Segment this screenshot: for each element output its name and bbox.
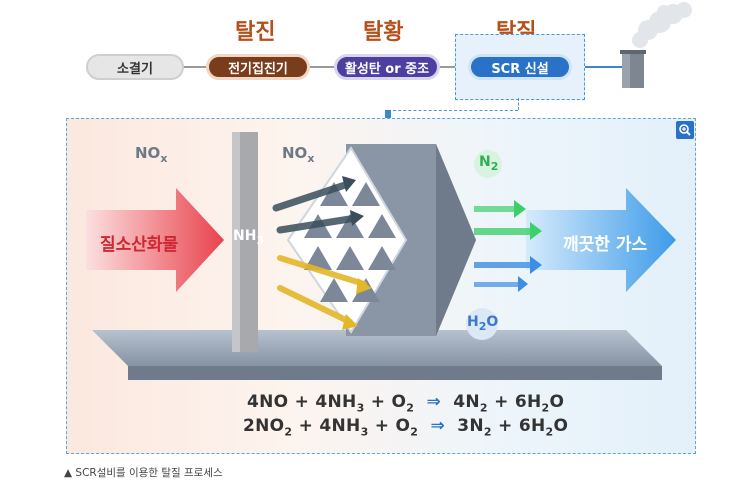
step-scr: SCR 신설 (468, 54, 572, 80)
chimney-icon (620, 2, 692, 88)
stage-title-dust: 탈진 (235, 20, 276, 45)
h2o-bubble (466, 308, 498, 340)
step-dust-collector: 전기집진기 (206, 54, 310, 80)
stage-title-desulf: 탈황 (363, 20, 404, 45)
nox-label-left: NOx (135, 144, 168, 165)
inlet-label: 질소산화물 (100, 235, 179, 255)
step-sintering: 소결기 (86, 54, 184, 80)
inlet-arrow (86, 188, 224, 292)
smoke-icon (632, 2, 692, 48)
nh3-label: NH3 (233, 228, 265, 247)
scr-reactor-graphic (86, 132, 676, 380)
outlet-arrow (526, 188, 676, 292)
h2o-label: H2O (467, 314, 499, 333)
nox-label-right: NOx (282, 144, 315, 165)
equation-1: 4NO + 4NH3 + O2 ⇒ 4N2 + 6H2O (247, 392, 565, 415)
scr-connector-h (388, 110, 518, 112)
magnify-icon[interactable] (676, 121, 694, 139)
figure-caption: ▲ SCR설비를 이용한 탈질 프로세스 (64, 467, 223, 479)
catalyst-diamond (286, 146, 408, 334)
outlet-label: 깨끗한 가스 (563, 235, 648, 255)
n2-bubble (474, 150, 502, 178)
process-line-blue (560, 66, 625, 68)
step-desulfurization: 활성탄 or 중조 (334, 54, 440, 80)
scr-connector (518, 98, 520, 110)
n2-label: N2 (479, 154, 499, 173)
equation-2: 2NO2 + 4NH3 + O2 ⇒ 3N2 + 6H2O (243, 416, 569, 439)
